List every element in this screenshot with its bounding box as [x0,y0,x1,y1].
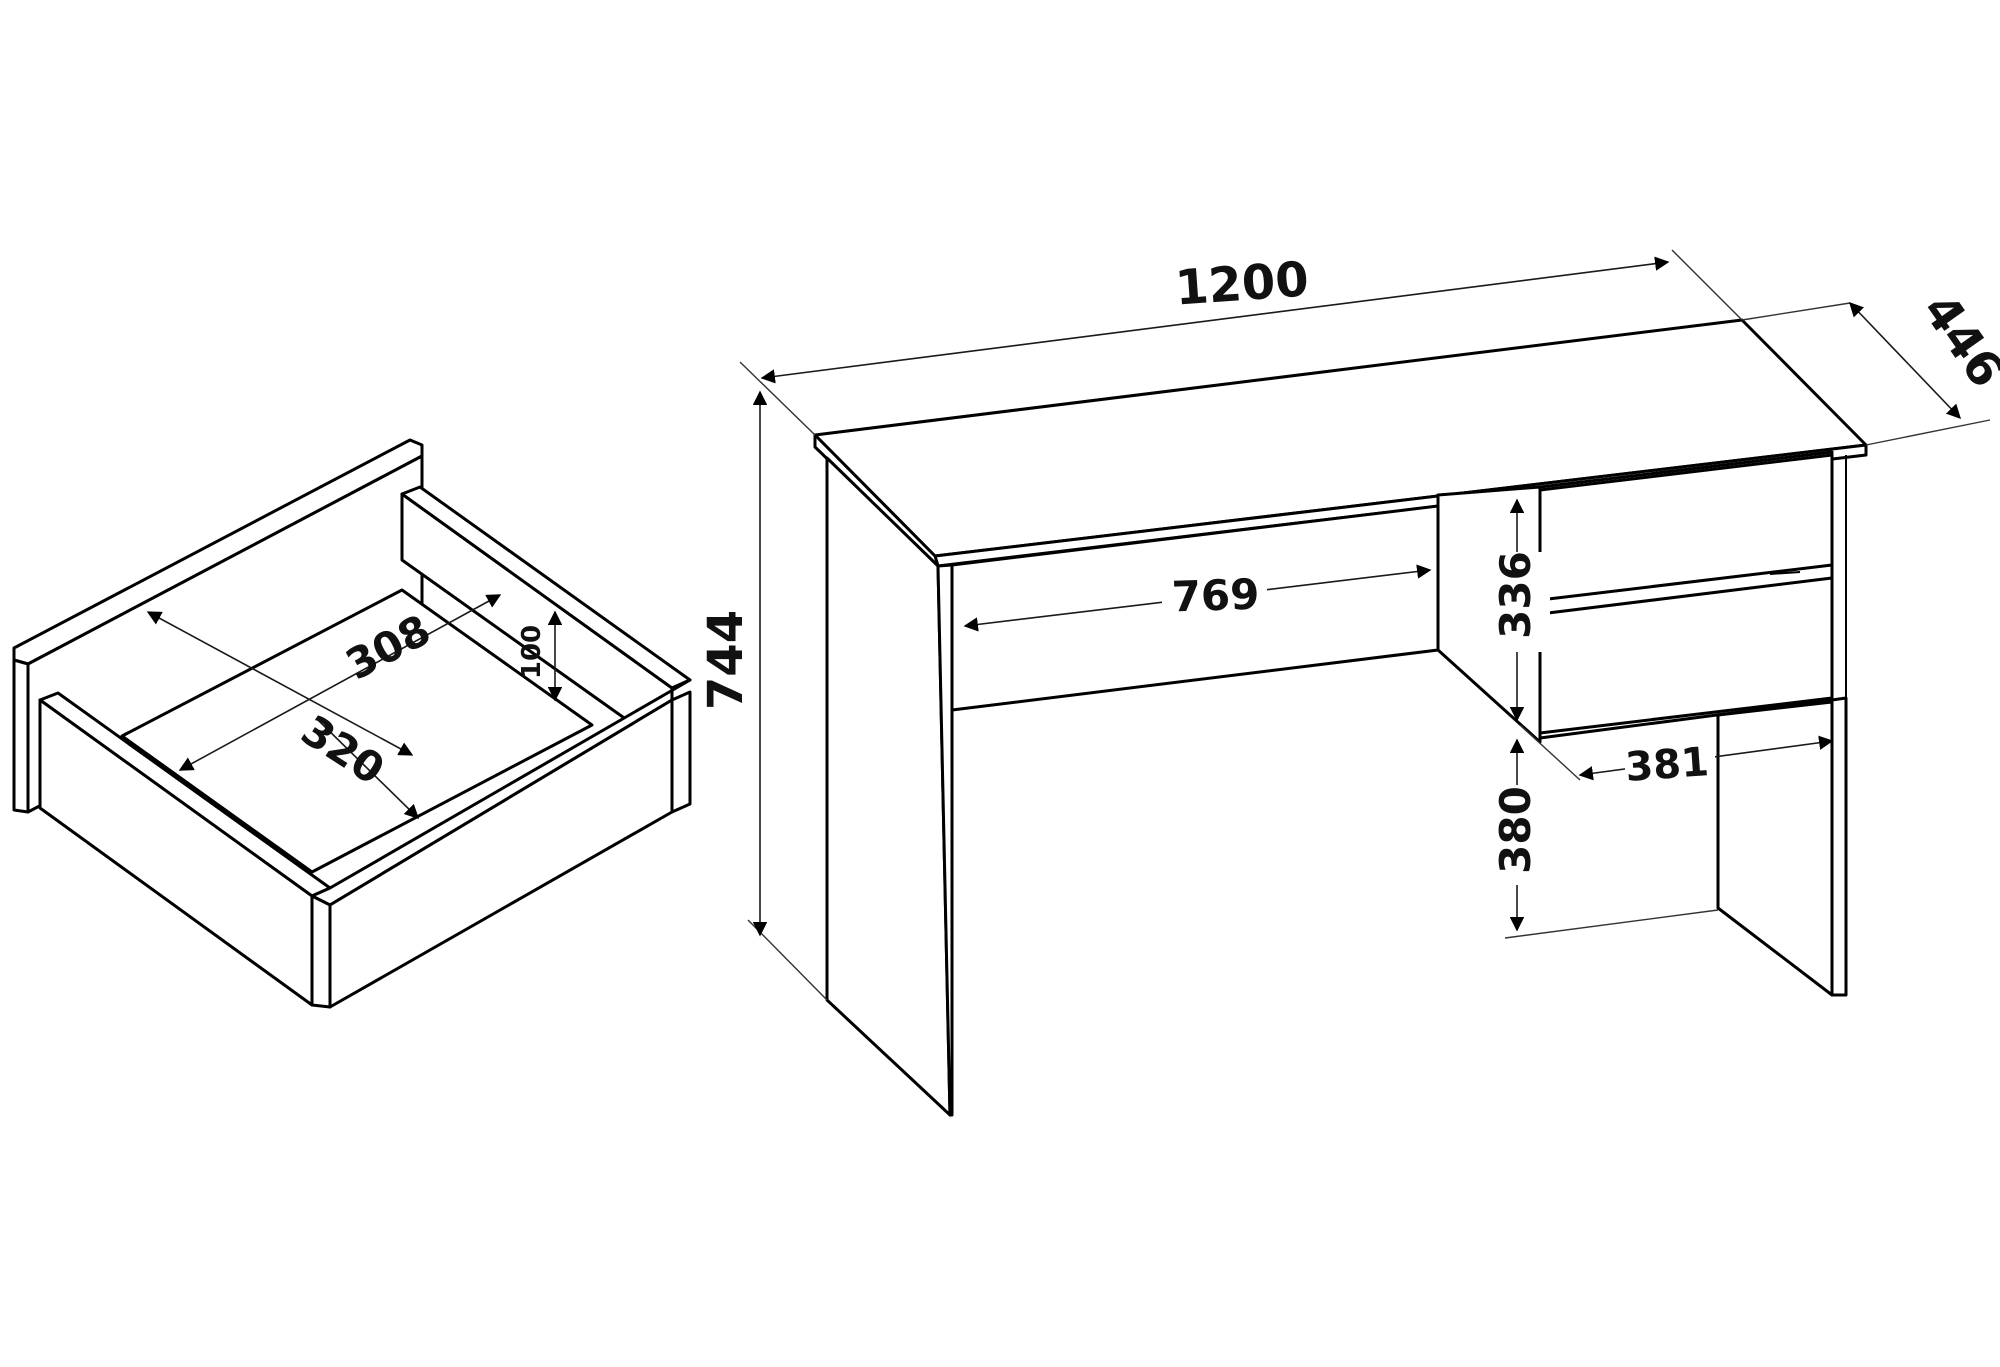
drawer-block-height-label-bg [1484,552,1550,652]
depth-dim-line [1849,301,1961,420]
width-dim-line [760,256,1670,384]
drawer-width-ext-left [1519,724,1581,781]
desk-drawing: 1200 446 744 769 336 381 380 [698,249,2000,1117]
clearance-ext-bottom [1504,909,1719,939]
drawer-front-panel-edge [670,690,692,814]
legroom-width-label: 769 [1171,569,1260,621]
width-ext-right [1671,249,1743,321]
drawer-inner-height-label: 100 [517,625,547,679]
clearance-height-label: 380 [1491,786,1540,874]
drawer-drawing: 308 320 100 [12,438,692,1009]
drawer-inner-depth-dim-2 [317,719,420,820]
legroom-label-bg [1162,565,1267,617]
drawer-handle [1769,571,1801,575]
drawer-back-panel-front-face [12,658,30,814]
clearance-label-bg [1484,785,1550,885]
drawer-block-height-label: 336 [1491,551,1540,639]
depth-ext-front [1865,419,1991,446]
drawer-block-width-label: 381 [1624,739,1711,791]
desk-right-leg-front [1830,696,1848,997]
desk-drawer-lower [1538,576,1834,735]
desk-height-label: 744 [698,610,754,710]
drawer-front-panel [310,894,332,1009]
desk-right-leg-side [1716,700,1834,997]
drawer-block-width-label-bg [1625,738,1715,786]
width-ext-left [739,361,816,436]
desk-width-label: 1200 [1173,251,1310,316]
drawer-inner-depth-dim [178,594,502,771]
desk-left-leg-front [936,563,954,1117]
depth-ext-back [1741,302,1851,321]
